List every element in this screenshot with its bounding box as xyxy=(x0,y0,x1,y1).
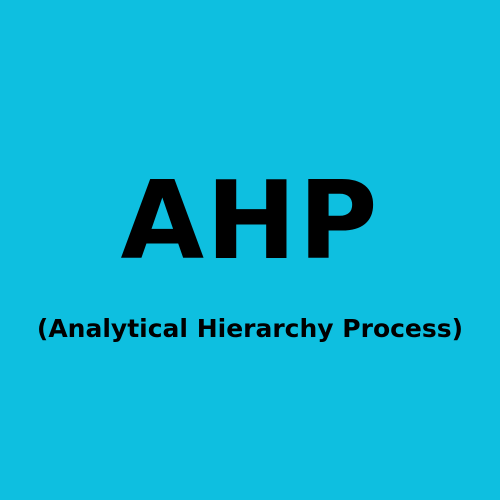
acronym-title: AHP xyxy=(120,159,380,284)
acronym-expansion: (Analytical Hierarchy Process) xyxy=(36,314,464,343)
